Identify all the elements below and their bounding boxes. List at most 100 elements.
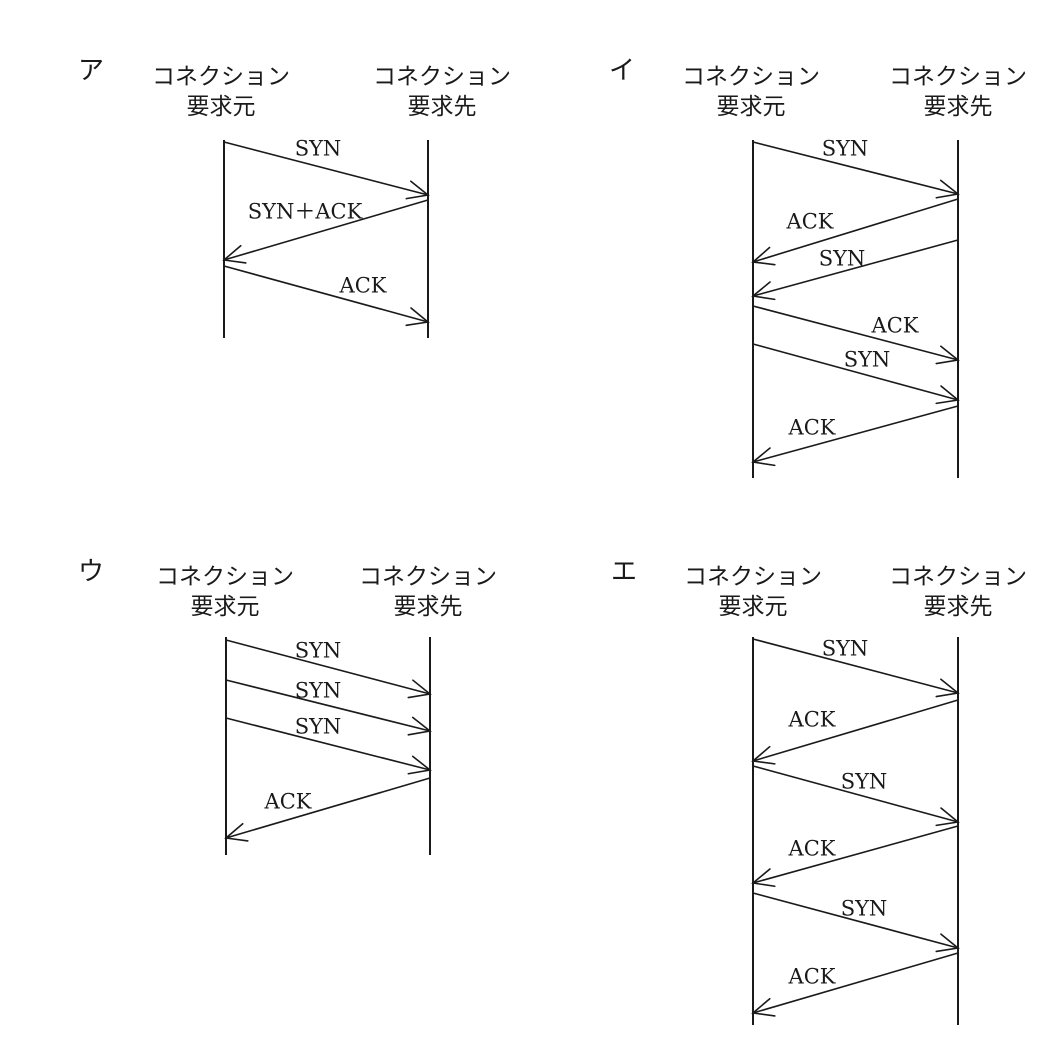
arrow-head-icon [751, 868, 776, 888]
option-label: ア [78, 56, 104, 86]
arrow-head-icon [405, 180, 430, 200]
option-label: イ [609, 56, 635, 86]
message-line [223, 141, 429, 196]
message-line [752, 198, 959, 263]
message-line [752, 305, 959, 361]
right-lifeline-label-line2: 要求先 [924, 594, 993, 620]
right-lifeline-label-line1: コネクション [373, 64, 511, 90]
message-arrow: SYN [752, 137, 960, 199]
arrow-head-icon [751, 246, 776, 266]
message-arrow: SYN [752, 892, 960, 953]
arrow-head-icon [224, 822, 249, 842]
message-line [752, 699, 959, 762]
message-label: ACK [786, 210, 834, 234]
message-arrow: ACK [224, 777, 431, 842]
message-arrow: SYN [225, 715, 432, 775]
left-lifeline-label-line2: 要求元 [719, 594, 788, 620]
arrow-head-icon [407, 679, 432, 699]
message-arrow: ACK [223, 265, 430, 327]
message-line [752, 638, 959, 694]
message-label: SYN [295, 639, 342, 663]
message-line [225, 777, 431, 839]
message-line [225, 639, 431, 695]
message-arrow: ACK [751, 198, 959, 266]
left-lifeline-label-line1: コネクション [684, 564, 822, 590]
message-label: SYN [822, 137, 869, 161]
option-label: ウ [78, 557, 104, 587]
message-arrow: SYN＋ACK [222, 199, 429, 264]
message-line [752, 825, 959, 884]
arrow-head-icon [751, 281, 776, 301]
message-label: ACK [788, 708, 836, 732]
left-lifeline-label-line2: 要求元 [191, 594, 260, 620]
right-lifeline-label-line2: 要求先 [924, 94, 993, 120]
panel-a: アコネクション要求元コネクション要求先SYNSYN＋ACKACK [78, 56, 511, 338]
arrow-head-icon [935, 345, 960, 365]
message-label: SYN [844, 348, 891, 372]
message-arrow: ACK [751, 825, 959, 888]
message-line [752, 952, 959, 1014]
panel-u: ウコネクション要求元コネクション要求先SYNSYNSYNACK [78, 557, 497, 855]
message-label: SYN [295, 679, 342, 703]
message-arrow: SYN [751, 239, 959, 301]
message-label: SYN [841, 770, 888, 794]
left-lifeline-label-line2: 要求元 [717, 94, 786, 120]
message-arrow: SYN [223, 137, 430, 200]
message-arrow: ACK [751, 952, 959, 1017]
message-arrow: SYN [752, 343, 960, 405]
message-line [752, 765, 959, 823]
message-arrow: ACK [752, 305, 960, 365]
right-lifeline-label-line1: コネクション [889, 564, 1027, 590]
arrow-head-icon [222, 244, 247, 264]
message-line [223, 199, 429, 261]
right-lifeline-label-line1: コネクション [359, 564, 497, 590]
message-arrow: SYN [752, 765, 960, 827]
message-arrow: SYN [752, 637, 960, 698]
arrow-head-icon [935, 807, 960, 827]
message-label: ACK [339, 274, 387, 298]
panel-i: イコネクション要求元コネクション要求先SYNACKSYNACKSYNACK [609, 56, 1027, 478]
arrow-head-icon [407, 716, 432, 736]
message-label: ACK [788, 837, 836, 861]
panel-e: エコネクション要求元コネクション要求先SYNACKSYNACKSYNACK [611, 557, 1027, 1025]
arrow-head-icon [935, 678, 960, 698]
message-line [752, 141, 959, 195]
arrow-head-icon [751, 997, 776, 1017]
right-lifeline-label-line1: コネクション [889, 64, 1027, 90]
arrow-head-icon [751, 745, 776, 765]
message-label: SYN [822, 637, 869, 661]
arrow-head-icon [935, 179, 960, 199]
right-lifeline-label-line2: 要求先 [408, 94, 477, 120]
message-label: SYN [295, 137, 342, 161]
message-line [225, 679, 431, 732]
message-label: ACK [871, 314, 919, 338]
message-line [752, 239, 959, 297]
message-label: SYN [295, 715, 342, 739]
message-line [225, 717, 431, 771]
message-label: ACK [788, 965, 836, 989]
arrow-head-icon [935, 933, 960, 953]
arrow-head-icon [405, 307, 430, 327]
left-lifeline-label-line1: コネクション [682, 64, 820, 90]
option-label: エ [611, 557, 637, 587]
message-arrow: ACK [751, 405, 959, 467]
message-label: ACK [264, 790, 312, 814]
message-label: ACK [788, 416, 836, 440]
message-line [752, 405, 959, 463]
message-arrow: SYN [225, 679, 432, 736]
message-arrow: ACK [751, 699, 959, 765]
message-line [752, 892, 959, 949]
left-lifeline-label-line1: コネクション [156, 564, 294, 590]
message-line [223, 265, 429, 323]
message-label: SYN＋ACK [248, 200, 363, 224]
left-lifeline-label-line1: コネクション [152, 64, 290, 90]
message-line [752, 343, 959, 401]
message-label: SYN [841, 897, 888, 921]
arrow-head-icon [407, 755, 432, 775]
left-lifeline-label-line2: 要求元 [187, 94, 256, 120]
arrow-head-icon [935, 385, 960, 405]
message-label: SYN [819, 247, 866, 271]
right-lifeline-label-line2: 要求先 [394, 594, 463, 620]
